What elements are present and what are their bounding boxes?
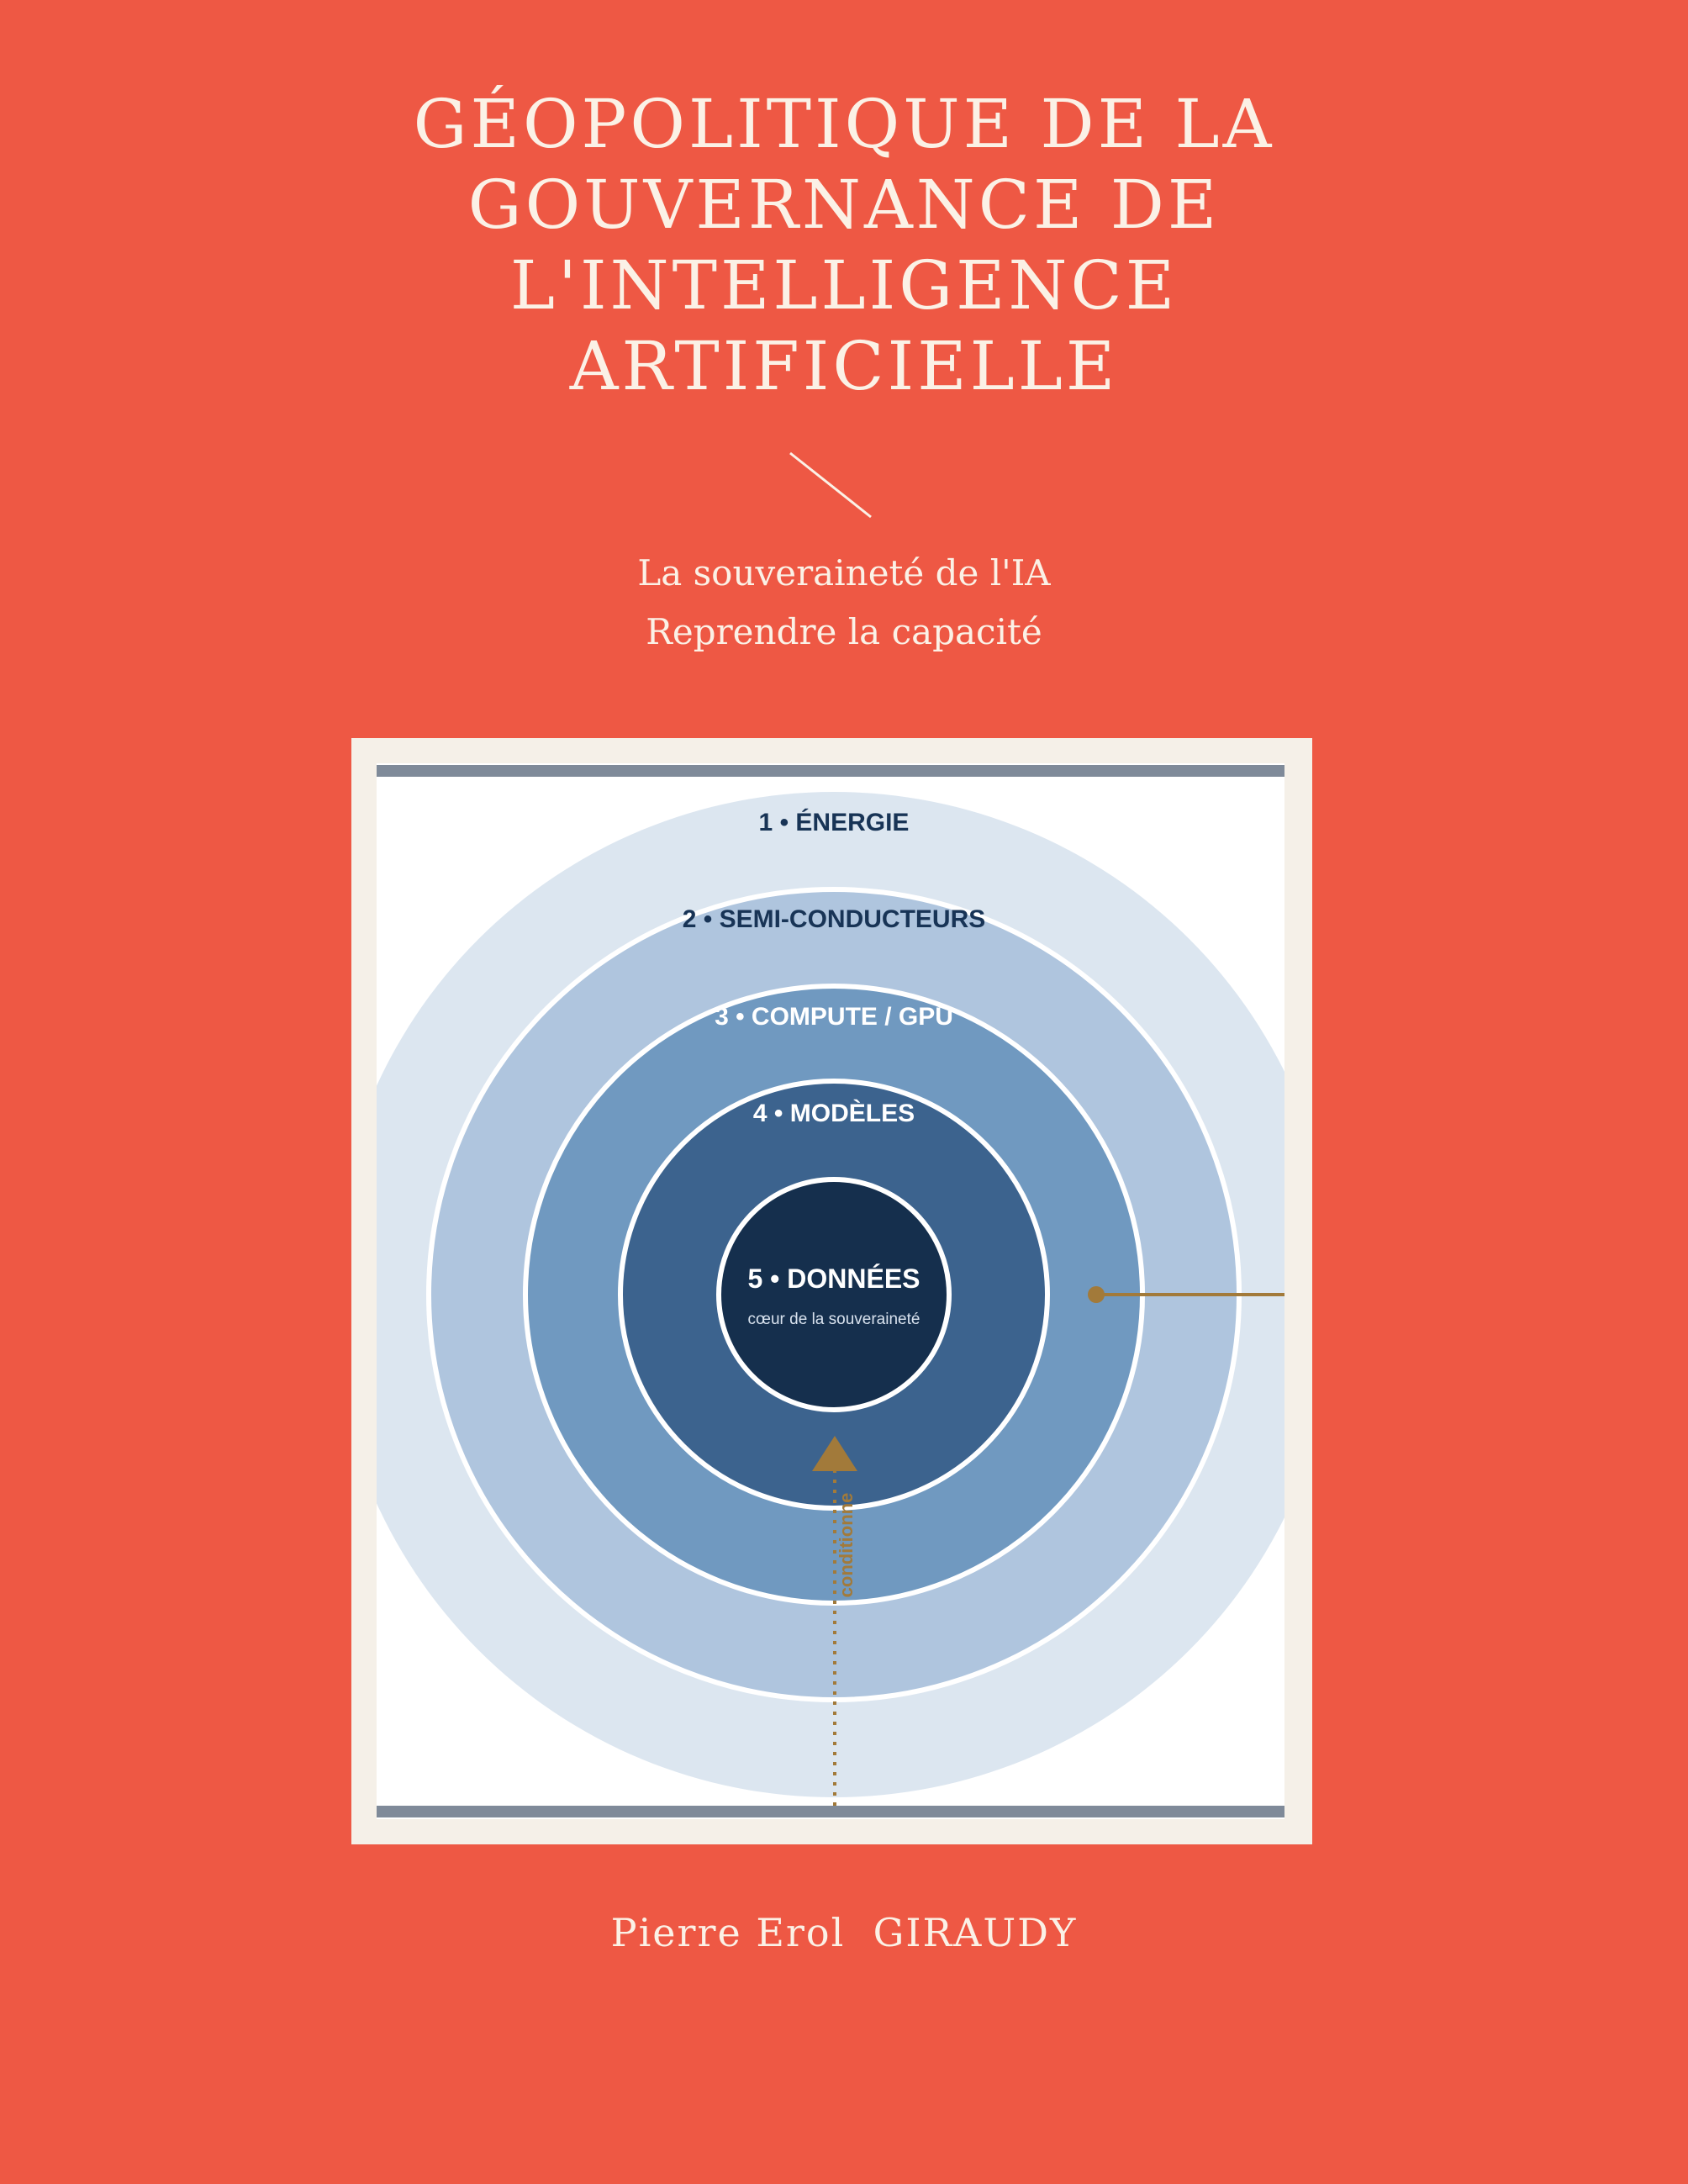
title-line: L'INTELLIGENCE xyxy=(509,246,1179,324)
layer-label-semiconducteurs: 2 • SEMI-CONDUCTEURS xyxy=(683,905,986,933)
layer-label-donnees: 5 • DONNÉES xyxy=(747,1263,920,1294)
conditionne-arrow-head xyxy=(812,1436,857,1471)
book-title: GÉOPOLITIQUE DE LA GOUVERNANCE DE L'INTE… xyxy=(0,84,1688,407)
layer-core-donnees xyxy=(716,1177,952,1412)
side-connector-dot xyxy=(1088,1286,1105,1303)
title-line: GOUVERNANCE DE xyxy=(467,166,1221,244)
title-line: GÉOPOLITIQUE DE LA xyxy=(413,85,1275,163)
title-divider xyxy=(789,451,872,519)
core-caption: cœur de la souveraineté xyxy=(748,1311,920,1328)
sovereignty-layers-diagram: conditionne 1 • ÉNERGIE 2 • SEMI-CONDUCT… xyxy=(377,763,1284,1819)
author-name: Pierre Erol GIRAUDY xyxy=(610,1910,1078,1955)
title-line: ARTIFICIELLE xyxy=(569,327,1119,405)
subtitle-line-2: Reprendre la capacité xyxy=(646,611,1042,652)
layer-label-energie: 1 • ÉNERGIE xyxy=(759,808,910,836)
layer-label-compute: 3 • COMPUTE / GPU xyxy=(715,1003,953,1031)
subtitle-line-1: La souveraineté de l'IA xyxy=(637,552,1051,593)
bottom-rule xyxy=(377,1806,1284,1817)
top-rule xyxy=(377,765,1284,777)
layer-label-modeles: 4 • MODÈLES xyxy=(753,1099,915,1127)
arrow-label: conditionne xyxy=(836,1493,857,1598)
